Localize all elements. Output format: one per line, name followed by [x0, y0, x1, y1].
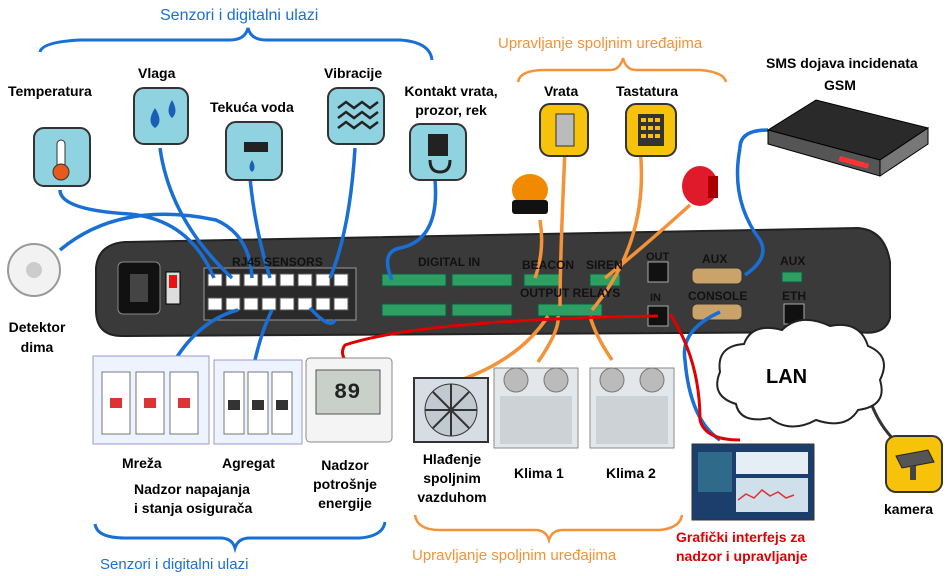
consumption-label-line1: Nadzor — [321, 457, 369, 473]
keypad-label: Tastatura — [616, 83, 678, 99]
contact-label-line2: prozor, rek — [415, 102, 487, 118]
generator-label: Agregat — [222, 455, 275, 471]
contact-label-line1: Kontakt vrata, — [404, 83, 498, 99]
vibration-icon — [327, 87, 385, 145]
energy-meter-image — [305, 357, 393, 443]
lan-label: LAN — [766, 366, 808, 388]
aux-port[interactable] — [691, 267, 743, 285]
lan-cloud — [716, 319, 885, 428]
rj45-ports — [207, 273, 349, 311]
generator-breakers-image — [213, 359, 303, 445]
water-icon — [225, 121, 283, 181]
control-cables — [454, 147, 692, 384]
aux2-port[interactable] — [781, 271, 803, 283]
smoke-label-line1: Detektor — [8, 319, 66, 335]
temperature-label: Temperatura — [8, 83, 92, 99]
door-icon — [539, 103, 589, 157]
gui-screenshot — [691, 443, 815, 521]
smoke-detector-icon — [7, 243, 61, 297]
alert-cables — [341, 313, 741, 442]
sms-label-line2: GSM — [824, 77, 856, 93]
vibration-label: Vibracije — [324, 65, 383, 81]
meter-reading: 89 — [334, 380, 360, 405]
gui-label-line2: nadzor i upravljanje — [676, 548, 808, 564]
cooling-label-line3: vazduhom — [417, 489, 487, 505]
cooling-label-line2: spoljnim — [423, 470, 481, 486]
ac-unit-1-image — [493, 367, 579, 449]
ac1-label: Klima 1 — [514, 465, 564, 481]
sensors-top-brace — [38, 27, 434, 61]
cooling-fan-image — [413, 377, 489, 443]
gsm-modem-icon — [766, 99, 930, 177]
gui-label-line1: Grafički interfejs za — [676, 529, 806, 545]
ac2-label: Klima 2 — [606, 465, 656, 481]
ac-unit-2-image — [589, 367, 675, 449]
panel-aux-label: AUX — [702, 252, 728, 266]
beacon-icon — [512, 174, 548, 214]
humidity-icon — [133, 87, 189, 145]
control-group-title-bottom: Upravljanje spoljnim uređajima — [412, 547, 617, 564]
mains-label: Mreža — [122, 455, 162, 471]
smoke-label-line2: dima — [20, 339, 54, 355]
panel-console-label: CONSOLE — [688, 289, 748, 303]
panel-rj45-label: RJ45 SENSORS — [232, 255, 323, 269]
camera-label: kamera — [884, 501, 934, 517]
cooling-label-line1: Hlađenje — [422, 451, 482, 467]
mains-breakers-image — [92, 355, 210, 445]
sms-label-line1: SMS dojava incidenata — [766, 55, 918, 71]
consumption-label-line2: potrošnje — [313, 476, 377, 492]
door-label: Vrata — [544, 83, 579, 99]
out-port[interactable] — [647, 261, 669, 283]
panel-aux2-label: AUX — [780, 254, 806, 268]
panel-eth-label: ETH — [782, 289, 806, 303]
sensor-cables — [58, 128, 769, 442]
digital-in-terminals — [381, 273, 513, 317]
power-monitor-label-line1: Nadzor napajanja — [134, 481, 250, 497]
control-top-brace — [516, 57, 728, 83]
camera-icon — [885, 435, 943, 493]
contact-icon — [409, 123, 467, 181]
consumption-label-line3: energije — [318, 495, 372, 511]
water-label: Tekuća voda — [210, 99, 294, 115]
panel-beacon-label: BEACON — [522, 258, 575, 272]
panel-out-label: OUT — [646, 251, 670, 263]
sensors-bottom-brace — [93, 521, 387, 554]
panel-digital-in-label: DIGITAL IN — [418, 255, 481, 269]
panel-output-relays-label: OUTPUT RELAYS — [520, 286, 621, 300]
keypad-icon — [625, 103, 677, 157]
sensors-group-title-top: Senzori i digitalni ulazi — [160, 7, 319, 24]
power-monitor-label-line2: i stanja osigurača — [134, 500, 253, 516]
humidity-label: Vlaga — [138, 65, 176, 81]
control-group-title-top: Upravljanje spoljnim uređajima — [498, 35, 703, 52]
panel-in-label: IN — [650, 292, 661, 304]
control-bottom-brace — [413, 514, 684, 545]
panel-siren-label: SIREN — [586, 258, 623, 272]
sensors-group-title-bottom: Senzori i digitalni ulazi — [100, 556, 249, 573]
temperature-icon — [33, 127, 91, 187]
siren-icon — [682, 166, 718, 206]
